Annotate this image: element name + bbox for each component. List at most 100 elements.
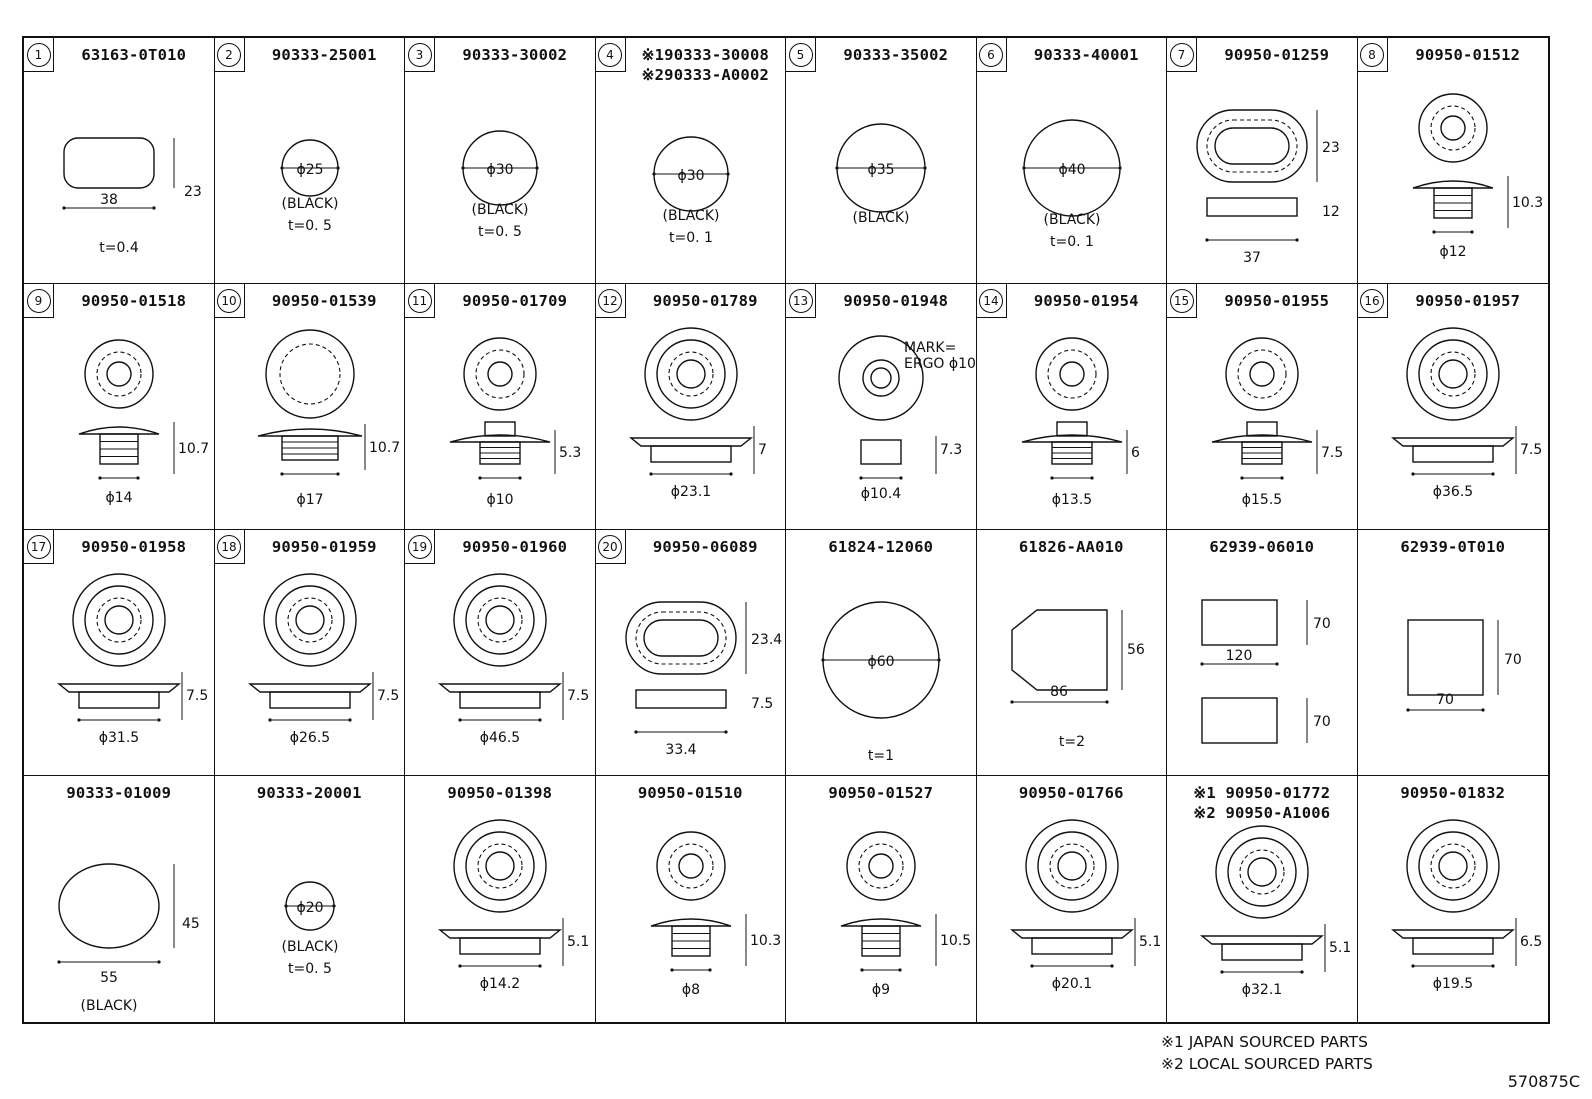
dimension-label: 7	[758, 442, 767, 458]
arrow-head	[835, 166, 839, 170]
part-top-view	[1215, 825, 1309, 919]
arrow-head	[923, 166, 927, 170]
part-top-ring	[870, 367, 892, 389]
part-top-view	[1417, 93, 1488, 163]
arrow-head	[707, 968, 712, 972]
dimension-label: ϕ10.4	[861, 486, 902, 502]
part-top-ring	[1439, 115, 1466, 141]
dimension-label: ϕ30	[677, 168, 704, 184]
part-top-ring	[1048, 843, 1095, 889]
part-side-body	[1206, 197, 1298, 217]
part-drawing: 7 ϕ23.1	[628, 327, 767, 500]
arrow-head	[1109, 964, 1114, 968]
part-side-cap	[1211, 434, 1313, 443]
item-number-box: 19	[405, 530, 435, 564]
part-top-ring	[286, 597, 333, 643]
part-number-line-1: 90950-01539	[271, 292, 377, 310]
arrow-head	[1240, 476, 1244, 480]
part-number-line-1: ※1 90950-01772	[1193, 784, 1331, 802]
arrow-head	[1410, 472, 1415, 476]
part-pentagon	[1010, 609, 1108, 691]
item-number: 6	[979, 42, 1003, 67]
dimension-label: 5.3	[559, 445, 581, 461]
arrow-head	[461, 166, 465, 170]
part-number-line-1: 90950-01832	[1400, 784, 1506, 802]
part-side-flange	[438, 929, 562, 939]
arrow-head	[860, 968, 864, 972]
item-number-box: 10	[214, 284, 245, 318]
part-top-ring	[858, 843, 904, 889]
part-side-flange	[1390, 437, 1515, 447]
arrow-head	[725, 172, 730, 176]
arrow-head	[1205, 238, 1209, 242]
dimension-label: 23.4	[751, 632, 782, 648]
part-top-view	[1034, 337, 1109, 411]
arrow-head	[1089, 476, 1094, 480]
part-number: 90950-01955	[1197, 292, 1357, 310]
note-label: t=0. 1	[669, 230, 713, 246]
part-top-ring	[655, 339, 726, 409]
dimension-label: 37	[1243, 250, 1261, 266]
part-number: 90950-01510	[596, 784, 786, 802]
dimension-label: ϕ25	[296, 162, 323, 178]
part-side-flange	[1009, 929, 1134, 939]
part-top-ring	[1237, 349, 1287, 399]
arrow-head	[535, 166, 539, 170]
part-number: ※190333-30008※290333-A0002	[626, 46, 786, 84]
dimension-label: 70	[1313, 714, 1331, 730]
item-number: 8	[1360, 42, 1384, 67]
item-number-box: 3	[405, 38, 435, 72]
part-top-ring	[677, 853, 704, 879]
item-number: 20	[598, 534, 622, 559]
part-number-line-1: 90950-01957	[1415, 292, 1521, 310]
part-side-body	[459, 691, 541, 709]
part-top-ring	[465, 831, 535, 901]
part-number: 90950-01958	[54, 538, 214, 556]
part-drawing: ϕ35(BLACK)	[835, 123, 927, 226]
arrow-head	[538, 718, 542, 722]
part-number-line-1: 90333-01009	[66, 784, 172, 802]
note-label: (BLACK)	[281, 939, 338, 955]
arrow-head	[1029, 964, 1034, 968]
part-top-view	[264, 329, 355, 419]
item-number-box: 4	[595, 38, 626, 72]
part-number-line-1: 63163-0T010	[81, 46, 187, 64]
dimension-label: ϕ13.5	[1051, 492, 1091, 508]
part-top-ring	[96, 351, 142, 397]
item-number: 2	[217, 42, 241, 67]
dimension-label: 10.7	[178, 441, 209, 457]
dimension-label: ϕ10	[486, 492, 513, 508]
part-top-ring	[274, 585, 345, 655]
part-number-line-1: 90950-01518	[81, 292, 187, 310]
part-side-flange	[57, 683, 181, 693]
item-number: 19	[407, 534, 432, 559]
part-drawing: 23.47.533.4	[624, 601, 782, 758]
note-label: t=0. 1	[1050, 234, 1094, 250]
dimension-label: ϕ20.1	[1051, 976, 1091, 992]
item-number-box: 7	[1167, 38, 1197, 72]
part-number-line-1: 90950-01259	[1224, 46, 1330, 64]
part-number-line-1: 90950-01954	[1033, 292, 1139, 310]
arrow-head	[458, 964, 462, 968]
note-label: t=2	[1058, 734, 1084, 750]
part-top-ring	[106, 361, 132, 387]
dimension-label: ϕ23.1	[670, 484, 710, 500]
part-number-line-1: 90333-35002	[843, 46, 949, 64]
dimension-label: 23	[1322, 140, 1340, 156]
part-number: 90950-01948	[816, 292, 976, 310]
